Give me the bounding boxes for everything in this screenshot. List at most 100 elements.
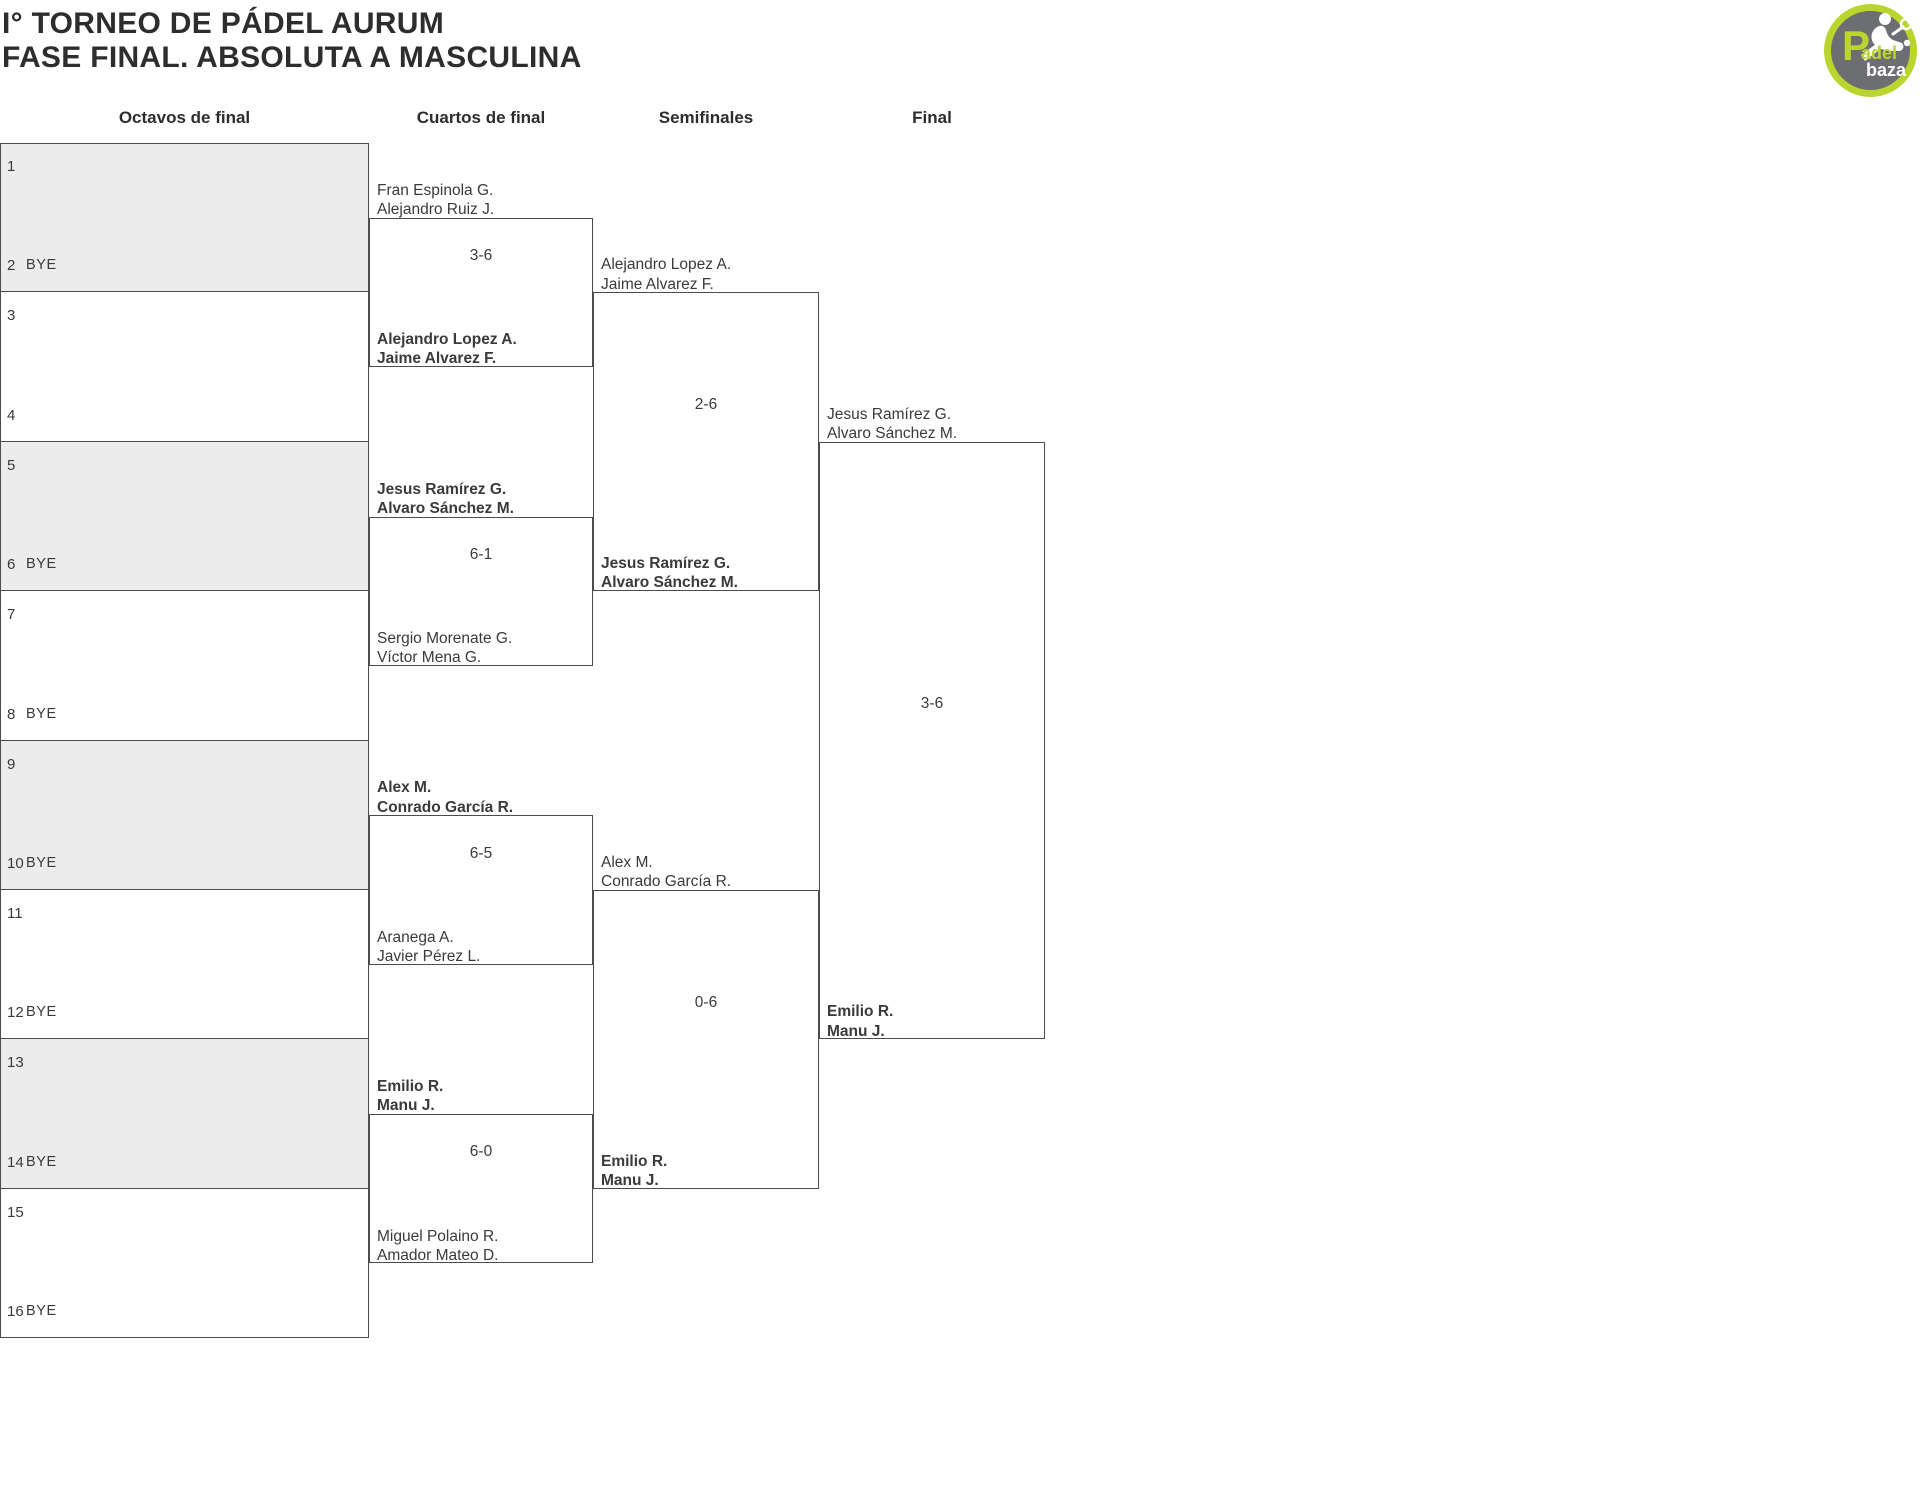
round-header-final: Final bbox=[912, 108, 952, 127]
match-cuartos-4-score: 6-0 bbox=[469, 1143, 493, 1161]
match-cuartos-4-top-name-2: Manu J. bbox=[377, 1097, 435, 1115]
match-cuartos-2-bottom-name-1: Sergio Morenate G. bbox=[377, 629, 513, 647]
match-cuartos-4-top-name-1: Emilio R. bbox=[377, 1078, 444, 1096]
page-title-line1: I° TORNEO DE PÁDEL AURUM bbox=[2, 7, 445, 40]
bye-label-2: BYE bbox=[26, 257, 57, 274]
octavos-cell-8 bbox=[0, 1188, 369, 1339]
match-semifinal-1-score: 2-6 bbox=[694, 396, 718, 414]
match-cuartos-3-top-team: Alex M.Conrado García R. bbox=[377, 778, 513, 817]
seed-number-2: 2 bbox=[7, 257, 16, 275]
octavos-cell-7 bbox=[0, 1039, 369, 1189]
seed-number-1: 1 bbox=[7, 158, 16, 175]
match-cuartos-3-box bbox=[369, 815, 593, 965]
seed-number-16: 16 bbox=[7, 1303, 24, 1321]
seed-number-12: 12 bbox=[7, 1004, 24, 1022]
page-title-line2: FASE FINAL. ABSOLUTA A MASCULINA bbox=[2, 41, 582, 74]
match-cuartos-1-bottom-team: Alejandro Lopez A.Jaime Alvarez F. bbox=[377, 330, 517, 369]
bye-label-6: BYE bbox=[26, 556, 57, 573]
seed-number-7: 7 bbox=[7, 606, 16, 624]
octavos-cell-6 bbox=[0, 890, 369, 1040]
round-header-cuartos: Cuartos de final bbox=[416, 108, 546, 127]
match-semifinal-1-top-name-2: Jaime Alvarez F. bbox=[601, 275, 714, 293]
seed-number-9: 9 bbox=[7, 755, 16, 773]
match-cuartos-1-top-team: Fran Espinola G.Alejandro Ruiz J. bbox=[377, 181, 494, 220]
octavos-cell-5 bbox=[0, 740, 369, 890]
logo-word-adel: adel bbox=[1861, 43, 1897, 63]
match-cuartos-2-bottom-team: Sergio Morenate G. Víctor Mena G. bbox=[377, 629, 512, 668]
octavos-cell-3 bbox=[0, 441, 369, 592]
match-cuartos-3-bottom-team: Aranega A.Javier Pérez L. bbox=[377, 928, 480, 967]
match-cuartos-3-top-name-1: Alex M. bbox=[377, 779, 432, 797]
match-cuartos-2-score: 6-1 bbox=[469, 545, 493, 563]
match-cuartos-2-top-name-1: Jesus Ramírez G. bbox=[377, 480, 507, 498]
logo-letter-p: P bbox=[1842, 22, 1870, 69]
match-final-top-team: Jesus Ramírez G. Alvaro Sánchez M. bbox=[827, 405, 957, 444]
bye-label-8: BYE bbox=[26, 705, 57, 722]
match-semifinal-2-top-name-2: Conrado García R. bbox=[601, 873, 732, 891]
match-cuartos-2-top-name-2: Alvaro Sánchez M. bbox=[377, 499, 514, 517]
seed-number-5: 5 bbox=[7, 456, 16, 474]
match-cuartos-2-bottom-name-2: Víctor Mena G. bbox=[377, 649, 482, 667]
match-final-top-name-1: Jesus Ramírez G. bbox=[827, 405, 952, 423]
round-header-octavos: Octavos de final bbox=[118, 108, 251, 127]
octavos-cell-1 bbox=[0, 143, 369, 293]
match-cuartos-4-box bbox=[369, 1114, 593, 1264]
round-header-semifinales: Semifinales bbox=[658, 108, 754, 127]
match-semifinal-2-bottom-team: Emilio R. Manu J. bbox=[601, 1152, 667, 1191]
match-semifinal-2-score: 0-6 bbox=[694, 993, 718, 1011]
match-semifinal-2-top-name-1: Alex M. bbox=[601, 854, 653, 871]
bye-label-12: BYE bbox=[26, 1004, 57, 1021]
match-cuartos-3-score: 6-5 bbox=[469, 844, 493, 862]
match-semifinal-2-box bbox=[593, 890, 819, 1189]
match-cuartos-1-score: 3-6 bbox=[469, 246, 493, 264]
match-semifinal-1-box bbox=[593, 292, 819, 592]
seed-number-8: 8 bbox=[7, 705, 16, 723]
match-cuartos-1-top-name-1: Fran Espinola G. bbox=[377, 181, 494, 199]
seed-number-10: 10 bbox=[7, 855, 24, 872]
match-cuartos-1-top-name-2: Alejandro Ruiz J. bbox=[377, 200, 495, 218]
page-title: I° TORNEO DE PÁDEL AURUM FASE FINAL. ABS… bbox=[2, 7, 582, 75]
ball-icon bbox=[1903, 39, 1911, 47]
match-final-score: 3-6 bbox=[920, 695, 944, 713]
seed-number-3: 3 bbox=[7, 307, 16, 325]
match-semifinal-1-bottom-name-2: Alvaro Sánchez M. bbox=[601, 574, 738, 592]
seed-number-13: 13 bbox=[7, 1054, 24, 1072]
match-cuartos-4-bottom-name-2: Amador Mateo D. bbox=[377, 1246, 499, 1264]
match-semifinal-1-bottom-team: Jesus Ramírez G.Alvaro Sánchez M. bbox=[601, 554, 738, 593]
padel-baza-logo: P adel baza bbox=[1824, 4, 1917, 97]
match-final-top-name-2: Alvaro Sánchez M. bbox=[827, 425, 958, 443]
seed-number-15: 15 bbox=[7, 1203, 24, 1221]
match-semifinal-1-top-name-1: Alejandro Lopez A. bbox=[601, 256, 732, 274]
match-final-bottom-name-1: Emilio R. bbox=[827, 1003, 894, 1021]
match-cuartos-4-top-team: Emilio R.Manu J. bbox=[377, 1077, 443, 1116]
match-cuartos-1-bottom-name-2: Jaime Alvarez F. bbox=[377, 350, 497, 368]
match-cuartos-2-box bbox=[369, 516, 593, 666]
logo-word-baza: baza bbox=[1866, 60, 1907, 80]
match-cuartos-4-bottom-team: Miguel Polaino R.Amador Mateo D. bbox=[377, 1227, 498, 1266]
match-final-box bbox=[819, 441, 1045, 1040]
match-cuartos-3-bottom-name-2: Javier Pérez L. bbox=[377, 947, 481, 965]
match-cuartos-1-box bbox=[369, 217, 593, 368]
seed-number-14: 14 bbox=[7, 1153, 24, 1171]
match-cuartos-3-bottom-name-1: Aranega A. bbox=[377, 928, 454, 946]
bye-label-14: BYE bbox=[26, 1153, 57, 1170]
padel-player-icon bbox=[1861, 13, 1913, 61]
match-semifinal-1-top-team: Alejandro Lopez A.Jaime Alvarez F. bbox=[601, 255, 731, 294]
match-cuartos-2-top-team: Jesus Ramírez G.Alvaro Sánchez M. bbox=[377, 480, 514, 519]
bye-label-16: BYE bbox=[26, 1303, 57, 1320]
match-semifinal-2-bottom-name-1: Emilio R. bbox=[601, 1152, 668, 1170]
match-semifinal-1-bottom-name-1: Jesus Ramírez G. bbox=[601, 555, 731, 573]
match-cuartos-3-top-name-2: Conrado García R. bbox=[377, 798, 514, 816]
match-final-bottom-name-2: Manu J. bbox=[827, 1022, 885, 1040]
seed-number-11: 11 bbox=[7, 905, 23, 922]
match-cuartos-1-bottom-name-1: Alejandro Lopez A. bbox=[377, 331, 517, 349]
match-semifinal-2-bottom-name-2: Manu J. bbox=[601, 1172, 659, 1190]
octavos-cell-4 bbox=[0, 591, 369, 741]
seed-number-4: 4 bbox=[7, 406, 16, 424]
match-final-bottom-team: Emilio R.Manu J. bbox=[827, 1002, 893, 1041]
match-cuartos-4-bottom-name-1: Miguel Polaino R. bbox=[377, 1227, 499, 1245]
bye-label-10: BYE bbox=[26, 855, 57, 871]
match-semifinal-2-top-team: Alex M. Conrado García R. bbox=[601, 853, 731, 892]
octavos-cell-2 bbox=[0, 292, 369, 442]
